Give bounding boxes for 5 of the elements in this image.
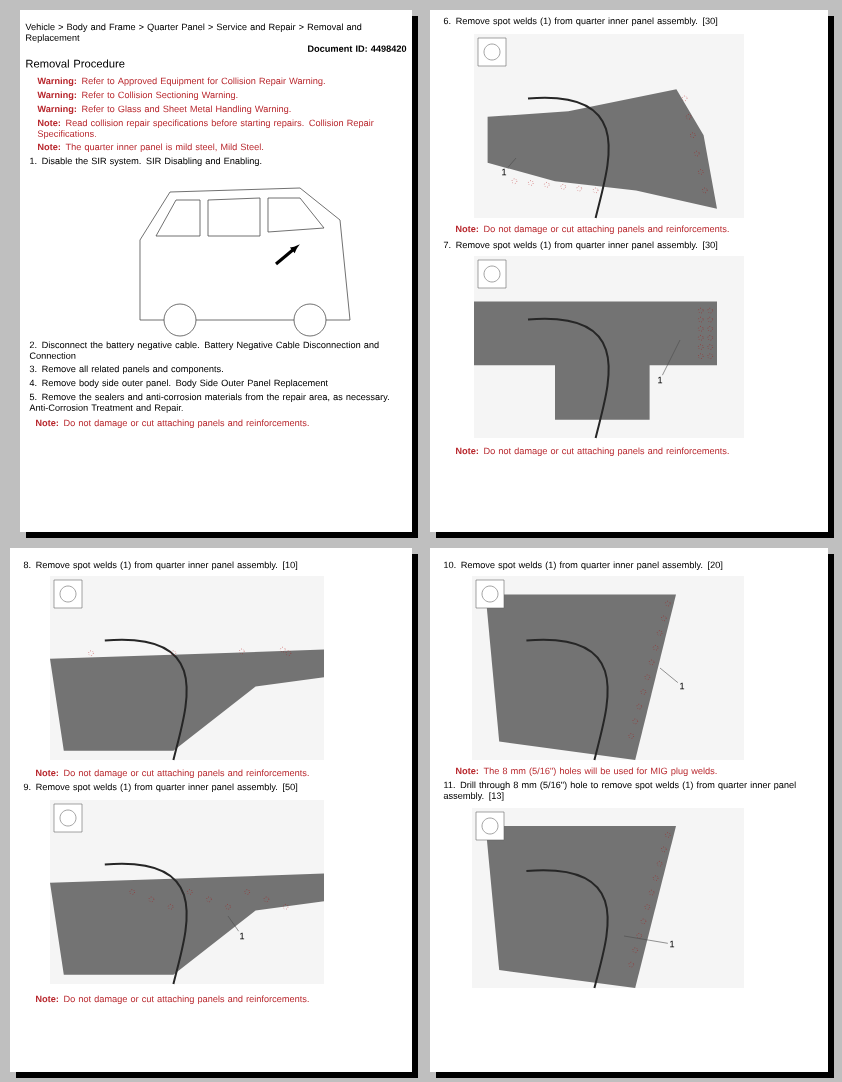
leader-line [662, 339, 681, 376]
leader-line [507, 157, 517, 168]
leader-line [659, 667, 679, 683]
leader-line [227, 915, 239, 932]
leader-line [623, 935, 669, 944]
